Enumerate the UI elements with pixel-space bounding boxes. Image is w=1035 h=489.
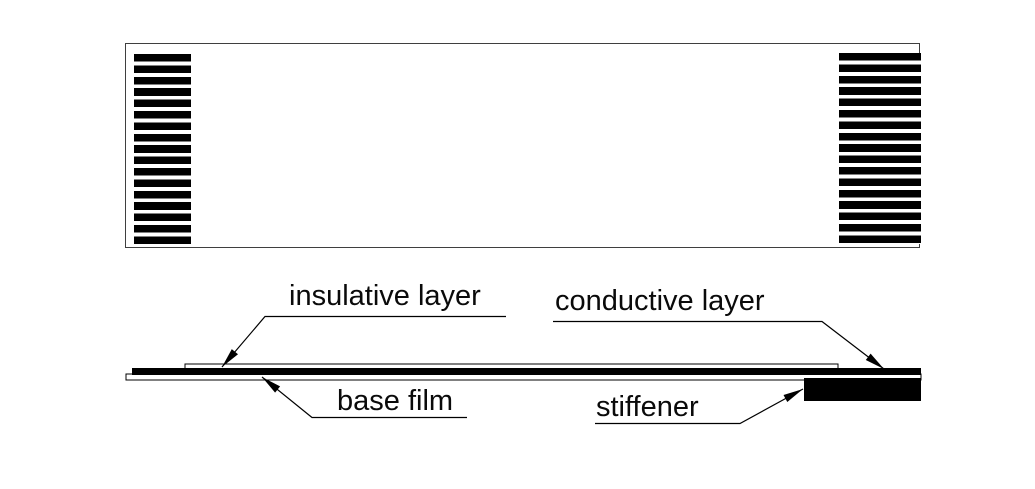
stiffener-leader-line (595, 388, 804, 425)
cable-top-view-outline (125, 43, 921, 248)
conductive-arrowhead-icon (865, 353, 884, 369)
left-conductor-fingers (134, 54, 191, 244)
insulative-layer-label: insulative layer (289, 280, 481, 312)
right-conductor-fingers (839, 53, 921, 244)
stiffener-arrowhead-icon (783, 389, 803, 402)
base-film-arrowhead-icon (262, 377, 281, 393)
conductive-leader-line (553, 320, 885, 370)
base-film-label: base film (337, 385, 454, 417)
stiffener-block (804, 378, 921, 401)
insulative-arrowhead-icon (222, 349, 238, 367)
conductive-layer (132, 368, 921, 375)
base-film-leader-line (261, 376, 467, 419)
insulative-leader-line (221, 315, 506, 368)
stiffener-label: stiffener (596, 391, 699, 423)
conductive-layer-label: conductive layer (555, 285, 765, 317)
